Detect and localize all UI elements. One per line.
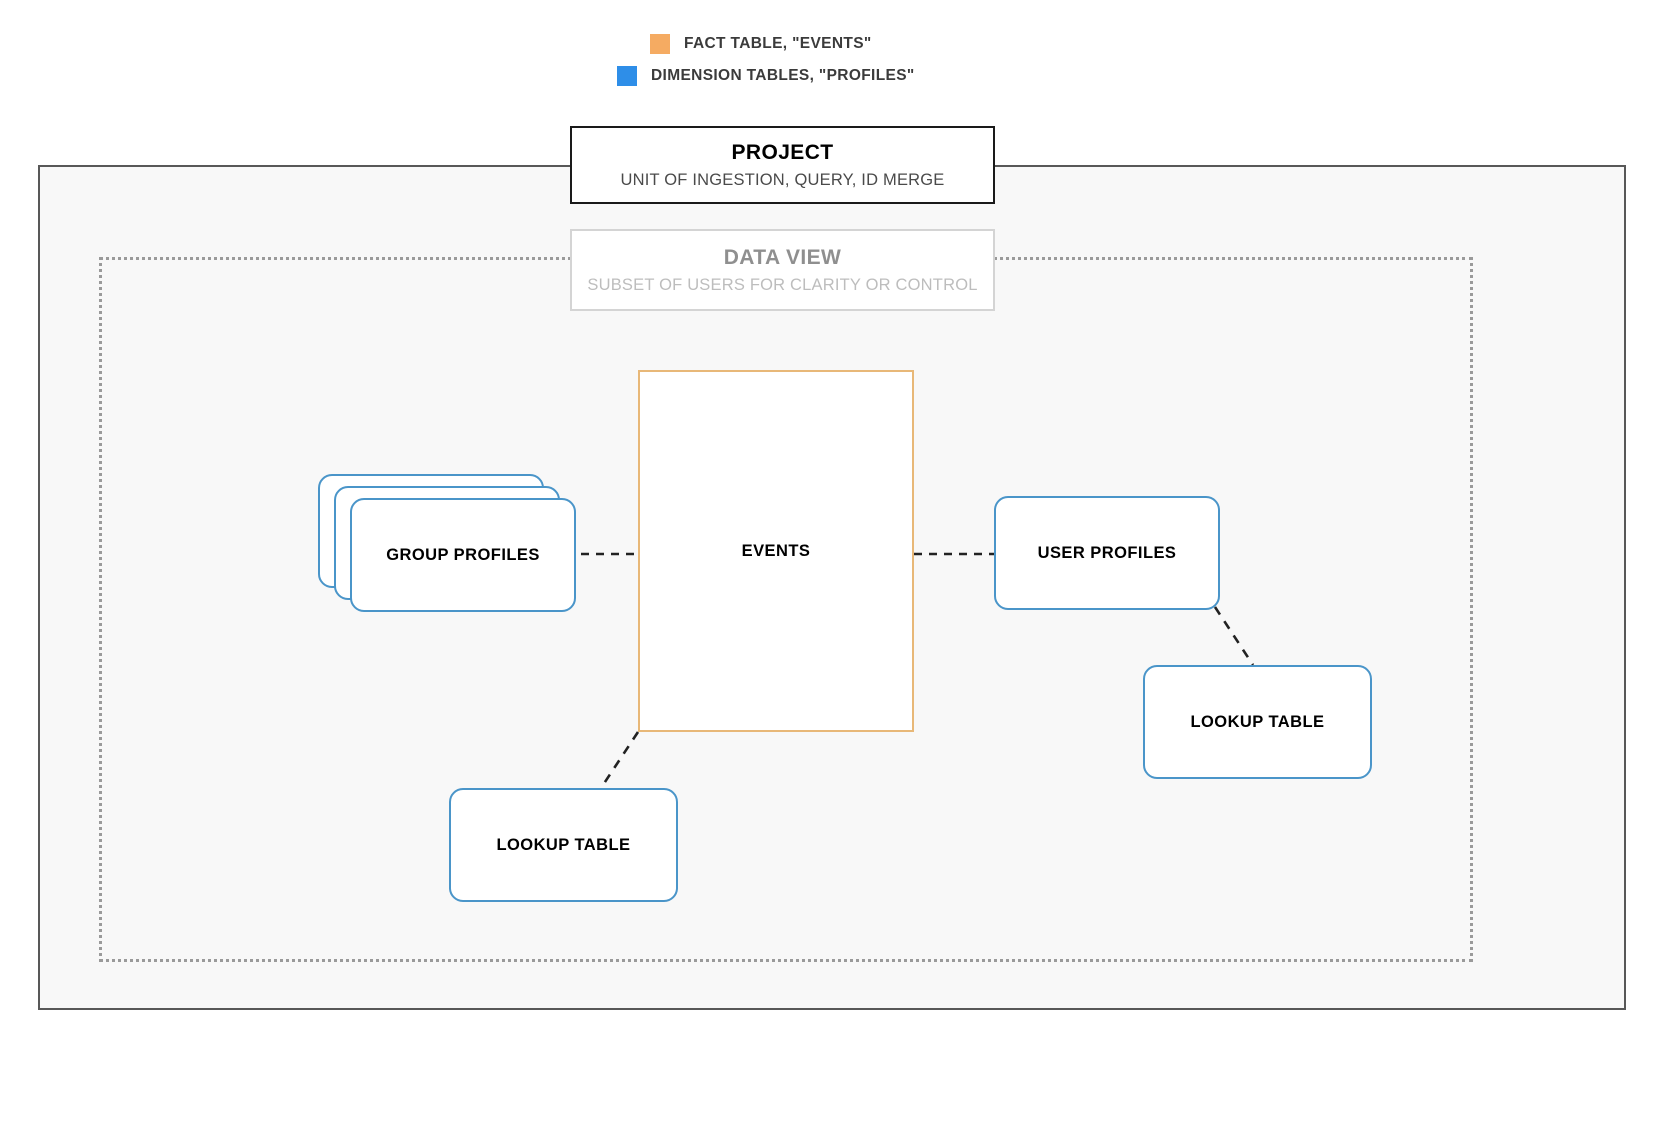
legend-item-label: DIMENSION TABLES, "PROFILES" — [651, 67, 915, 84]
data-view-header-card: DATA VIEW SUBSET OF USERS FOR CLARITY OR… — [570, 229, 995, 311]
square-swatch-icon — [617, 66, 637, 86]
project-subtitle: UNIT OF INGESTION, QUERY, ID MERGE — [620, 170, 945, 189]
project-title: PROJECT — [731, 140, 834, 164]
node-events-label: EVENTS — [741, 541, 811, 560]
legend-item-label: FACT TABLE, "EVENTS" — [684, 35, 872, 52]
square-swatch-icon — [650, 34, 670, 54]
node-lookup-table-right-label: LOOKUP TABLE — [1190, 712, 1325, 731]
project-header-card: PROJECT UNIT OF INGESTION, QUERY, ID MER… — [570, 126, 995, 204]
data-view-title: DATA VIEW — [723, 245, 842, 269]
legend-item-dimension-tables: DIMENSION TABLES, "PROFILES" — [0, 60, 1664, 92]
node-events[interactable]: EVENTS — [638, 370, 914, 732]
node-lookup-table-right[interactable]: LOOKUP TABLE — [1143, 665, 1372, 779]
node-group-profiles-label: GROUP PROFILES — [386, 545, 540, 564]
node-lookup-table-left-label: LOOKUP TABLE — [496, 835, 631, 854]
node-lookup-table-left[interactable]: LOOKUP TABLE — [449, 788, 678, 902]
node-user-profiles-label: USER PROFILES — [1037, 543, 1177, 562]
legend-item-fact-table: FACT TABLE, "EVENTS" — [0, 28, 1664, 60]
legend: FACT TABLE, "EVENTS" DIMENSION TABLES, "… — [0, 28, 1664, 92]
node-group-profiles[interactable]: GROUP PROFILES — [318, 474, 578, 614]
data-view-subtitle: SUBSET OF USERS FOR CLARITY OR CONTROL — [587, 275, 978, 294]
node-user-profiles[interactable]: USER PROFILES — [994, 496, 1220, 610]
stack-card-front: GROUP PROFILES — [350, 498, 576, 612]
